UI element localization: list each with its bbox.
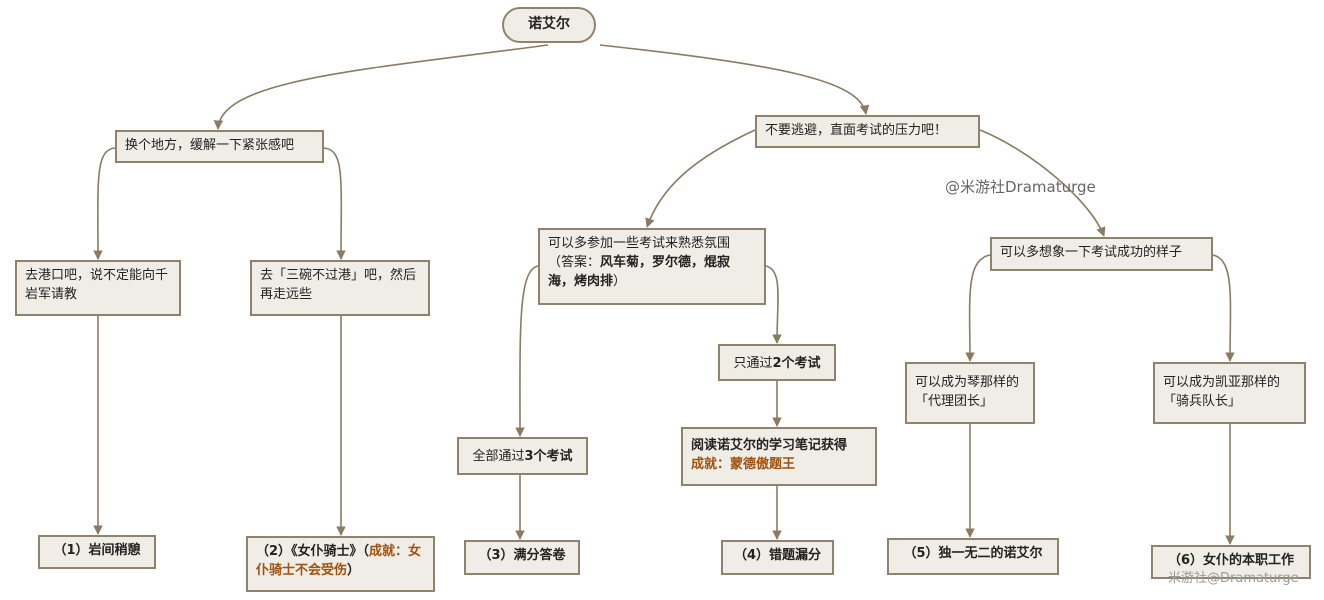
edge-imagine-kaeya [1212,254,1235,362]
answer-suffix: ） [613,274,627,289]
edge-left-harbor [93,147,116,260]
ending-3: （3）满分答卷 [464,540,580,575]
choice-go-harbor: 去港口吧，说不定能向千岩军请教 [15,260,181,316]
choice-more-exams: 可以多参加一些考试来熟悉氛围 （答案：风车菊，罗尔德，焜寂海，烤肉排） [538,228,766,305]
edge-right-exams [645,129,756,228]
outcome-pass-two: 只通过2个考试 [718,344,836,381]
root-node-noelle: 诺艾尔 [502,7,596,43]
choice-jean: 可以成为琴那样的「代理团长」 [905,362,1035,424]
choice-kaeya: 可以成为凯亚那样的「骑兵队长」 [1153,362,1306,424]
read-study-notes: 阅读诺艾尔的学习笔记获得 成就：蒙德傲题王 [681,427,877,486]
ending-6: （6）女仆的本职工作 [1151,545,1311,579]
ending-1: （1）岩间稍憩 [38,535,156,569]
ending-4: （4）错题漏分 [721,540,834,575]
more-exams-text: 可以多参加一些考试来熟悉氛围 [548,236,731,251]
choice-change-place: 换个地方，缓解一下紧张感吧 [115,130,324,163]
edge-root-left [213,44,549,130]
watermark-text: @米游社Dramaturge [945,178,1096,196]
edge-left-wanmin [323,147,346,260]
ending-2-achievement: 成就：女仆骑士不会受伤 [256,544,422,578]
ending-2: （2）《女仆骑士》（成就：女仆骑士不会受伤） [246,536,435,592]
answer-prefix: （答案： [548,255,601,270]
watermark-corner: 米游社@Dramaturge [1168,571,1299,586]
outcome-pass-all: 全部通过3个考试 [457,437,588,475]
edge-root-right [599,44,870,115]
achievement-label: 成就：蒙德傲题王 [691,457,796,472]
choice-face-pressure: 不要逃避，直面考试的压力吧！ [755,115,980,148]
ending-5: （5）独一无二的诺艾尔 [887,538,1059,575]
edge-right-imagine [979,129,1106,237]
choice-wanmin: 去「三碗不过港」吧，然后再走远些 [250,260,430,316]
edge-exams-passall [515,265,539,437]
choice-imagine-success: 可以多想象一下考试成功的样子 [990,237,1213,271]
edge-exams-passtwo [765,265,782,344]
answer-text: 风车菊，罗尔德，焜寂海，烤肉排 [548,255,731,289]
edge-imagine-jean [965,254,991,362]
